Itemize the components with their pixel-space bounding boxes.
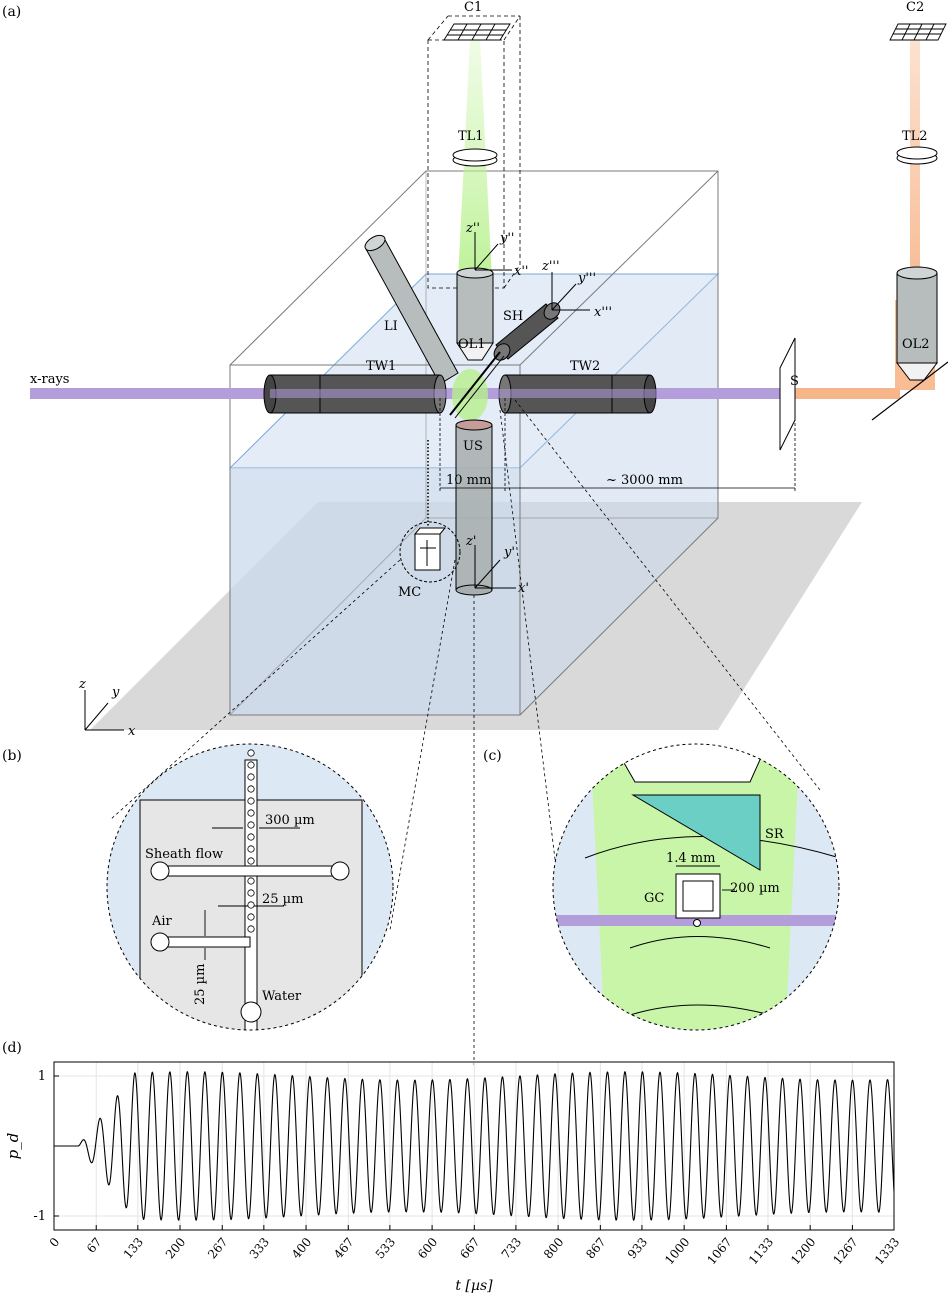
x-tick-label: 1000	[662, 1235, 692, 1267]
sr-reflector	[631, 794, 761, 871]
tube-lens-tl2	[896, 146, 938, 165]
x-tick-label: 600	[415, 1235, 440, 1262]
x-tick-label: 1333	[872, 1235, 902, 1267]
y-label: y	[111, 685, 120, 700]
water-side	[520, 274, 718, 715]
panel-label-a: (a)	[2, 4, 21, 20]
x-tick-label: 667	[457, 1235, 482, 1262]
x-tick-label: 200	[163, 1235, 188, 1262]
x3-label: x'''	[594, 305, 612, 320]
z-label: z	[78, 677, 86, 692]
b-25um-label: 25 µm	[262, 892, 303, 907]
x-label: x	[128, 724, 136, 739]
x-tick-label: 733	[499, 1235, 524, 1262]
c-gc-label: GC	[644, 891, 664, 906]
x-tick-label: 867	[583, 1235, 608, 1262]
tube-lens-tl1	[452, 148, 498, 167]
z3-label: z'''	[541, 259, 560, 274]
x-tick-label: 400	[289, 1235, 314, 1262]
c-sr-label: SR	[765, 827, 785, 842]
x-tick-label: 467	[331, 1235, 356, 1262]
orange-beam	[910, 40, 920, 305]
x-axis-label: t [µs]	[455, 1278, 493, 1294]
pressure-chart: 0 67 133 200 267 333 400 467 533 600 667 733 800 867 9…	[4, 1061, 902, 1294]
xrays-label: x-rays	[30, 372, 69, 387]
panel-label-d: (d)	[2, 1040, 22, 1056]
y-axis-label: p_d	[4, 1133, 22, 1160]
x-tick-label: 333	[247, 1235, 272, 1262]
x-tick-label: 933	[625, 1235, 650, 1262]
x-tick-label: 0	[47, 1235, 63, 1250]
x-tick-label: 133	[121, 1235, 146, 1262]
mc-detail-circle	[399, 521, 461, 583]
x-tick-label: 1133	[746, 1235, 776, 1267]
x2-label: x''	[514, 264, 528, 279]
s-label: S	[790, 374, 799, 389]
b-25um-vertical-label: 25 µm	[193, 964, 208, 1005]
tl1-label: TL1	[458, 129, 484, 144]
y-tick-label: 1	[38, 1069, 46, 1084]
panel-label-b: (b)	[2, 748, 22, 764]
panel-c-detail	[552, 743, 840, 1031]
y-tick-label: -1	[33, 1209, 46, 1224]
li-label: LI	[384, 319, 398, 334]
ol2-label: OL2	[902, 337, 930, 352]
sh-label: SH	[503, 309, 523, 324]
y2-label: y''	[499, 231, 515, 246]
ol1-label: OL1	[458, 337, 486, 352]
dim-10mm-label: 10 mm	[446, 473, 491, 488]
b-water-label: Water	[262, 989, 302, 1004]
axes-double-prime	[474, 232, 512, 271]
objective-ol1	[456, 267, 494, 361]
y1-label: y'	[503, 545, 515, 560]
c-200um-label: 200 µm	[730, 881, 780, 896]
x-tick-label: 533	[373, 1235, 398, 1262]
z2-label: z''	[465, 221, 480, 236]
dim-3000mm-label: ~ 3000 mm	[606, 473, 683, 488]
c1-label: C1	[464, 0, 482, 15]
light-illuminator-li	[364, 234, 459, 385]
b-300um-label: 300 µm	[265, 813, 315, 828]
tw1-label: TW1	[366, 359, 396, 374]
axes-primary	[474, 545, 516, 589]
series-line-pd	[54, 1070, 895, 1222]
z1-label: z'	[465, 534, 476, 549]
tl2-label: TL2	[902, 129, 928, 144]
c-1-4mm-label: 1.4 mm	[666, 851, 715, 866]
objective-ol2	[895, 266, 939, 381]
x-tick-label: 1067	[704, 1235, 734, 1267]
camera-c2-sensor	[889, 23, 947, 41]
scintillator-screen-s	[779, 337, 796, 451]
x-tick-label: 67	[84, 1235, 105, 1256]
microchannel-mc	[413, 527, 447, 571]
panel-label-c: (c)	[483, 748, 502, 764]
mirror	[871, 361, 948, 421]
sample-holder-sh	[449, 302, 561, 419]
b-air-label: Air	[151, 914, 173, 929]
panel-b-detail	[106, 743, 394, 1031]
x-tick-label: 800	[541, 1235, 566, 1262]
axes-triple-prime	[551, 272, 590, 311]
tw2-label: TW2	[570, 359, 600, 374]
axes-global	[84, 690, 124, 731]
b-sheath-flow-label: Sheath flow	[145, 847, 223, 862]
y3-label: y'''	[577, 271, 596, 286]
mc-label: MC	[398, 585, 421, 600]
x1-label: x'	[518, 581, 529, 596]
x-tick-label: 1267	[830, 1235, 860, 1267]
water-front	[230, 468, 520, 715]
x-tick-label: 267	[205, 1235, 230, 1262]
c2-label: C2	[906, 0, 924, 15]
camera-c1-sensor	[443, 23, 511, 41]
xray-beam-overlay	[270, 389, 790, 398]
focal-region	[452, 369, 488, 421]
us-label: US	[463, 439, 483, 454]
xray-converted-beam	[780, 388, 900, 399]
x-tick-label: 1200	[788, 1235, 818, 1267]
detail-connectors	[109, 399, 821, 1065]
